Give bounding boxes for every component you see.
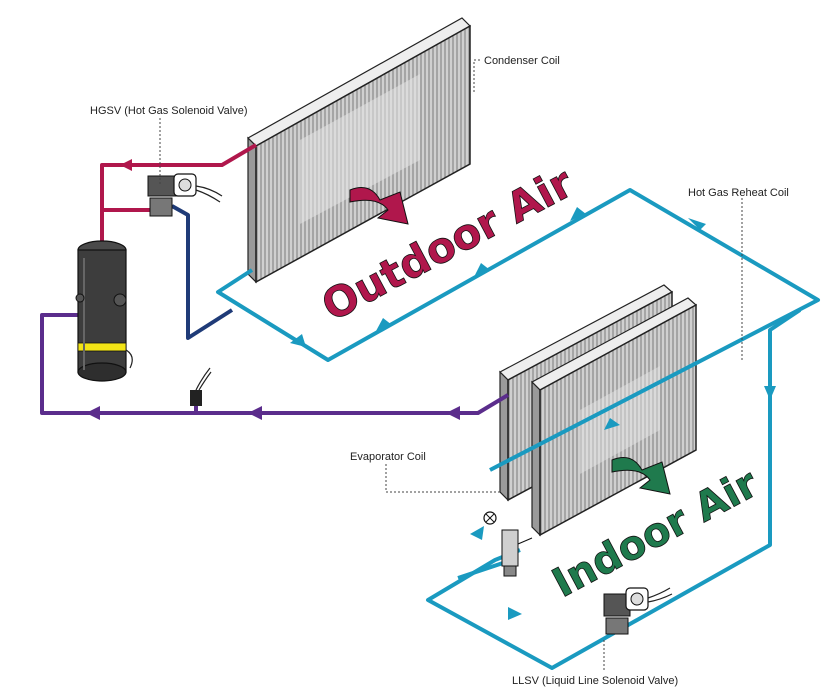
callout-leaders — [159, 59, 743, 672]
reheat-coil-label: Hot Gas Reheat Coil — [688, 187, 789, 199]
discharge-line — [171, 204, 234, 340]
llsv-valve — [603, 587, 673, 635]
flow-arrow — [120, 159, 132, 171]
hgsv-valve — [147, 173, 223, 217]
hgsv-label: HGSV (Hot Gas Solenoid Valve) — [90, 105, 248, 117]
suction-sensor — [190, 367, 212, 406]
outdoor-air-arrow — [349, 187, 409, 225]
condenser-coil — [247, 17, 471, 284]
flow-arrow — [290, 207, 776, 620]
flow-arrow — [86, 406, 460, 420]
evaporator-coil-label: Evaporator Coil — [350, 451, 426, 463]
llsv-label: LLSV (Liquid Line Solenoid Valve) — [512, 675, 678, 687]
indoor-air-arrow — [611, 457, 671, 495]
expansion-valve — [483, 511, 533, 577]
compressor — [75, 240, 133, 382]
hot-gas-line — [100, 143, 258, 245]
condenser-coil-label: Condenser Coil — [484, 55, 560, 67]
